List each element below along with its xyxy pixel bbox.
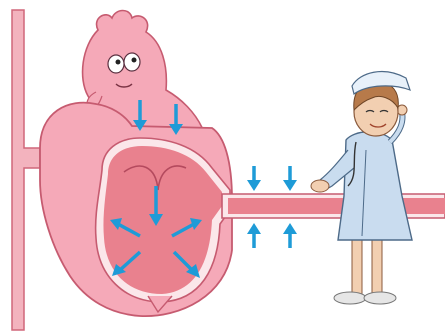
nurse-leg-left bbox=[352, 238, 362, 294]
nurse-leg-right bbox=[372, 238, 382, 294]
left-vessel bbox=[12, 10, 40, 330]
nurse-shoe-left bbox=[334, 292, 366, 304]
arrow-vessel-below-2 bbox=[283, 223, 297, 248]
outflow-vessel bbox=[222, 194, 445, 218]
nurse bbox=[311, 72, 412, 304]
nurse-shoe-right bbox=[364, 292, 396, 304]
arrow-vessel-below-1 bbox=[247, 223, 261, 248]
nurse-hand bbox=[311, 180, 329, 192]
arrow-vessel-above-1 bbox=[247, 166, 261, 191]
arrow-vessel-above-2 bbox=[283, 166, 297, 191]
nurse-dress bbox=[338, 132, 412, 240]
